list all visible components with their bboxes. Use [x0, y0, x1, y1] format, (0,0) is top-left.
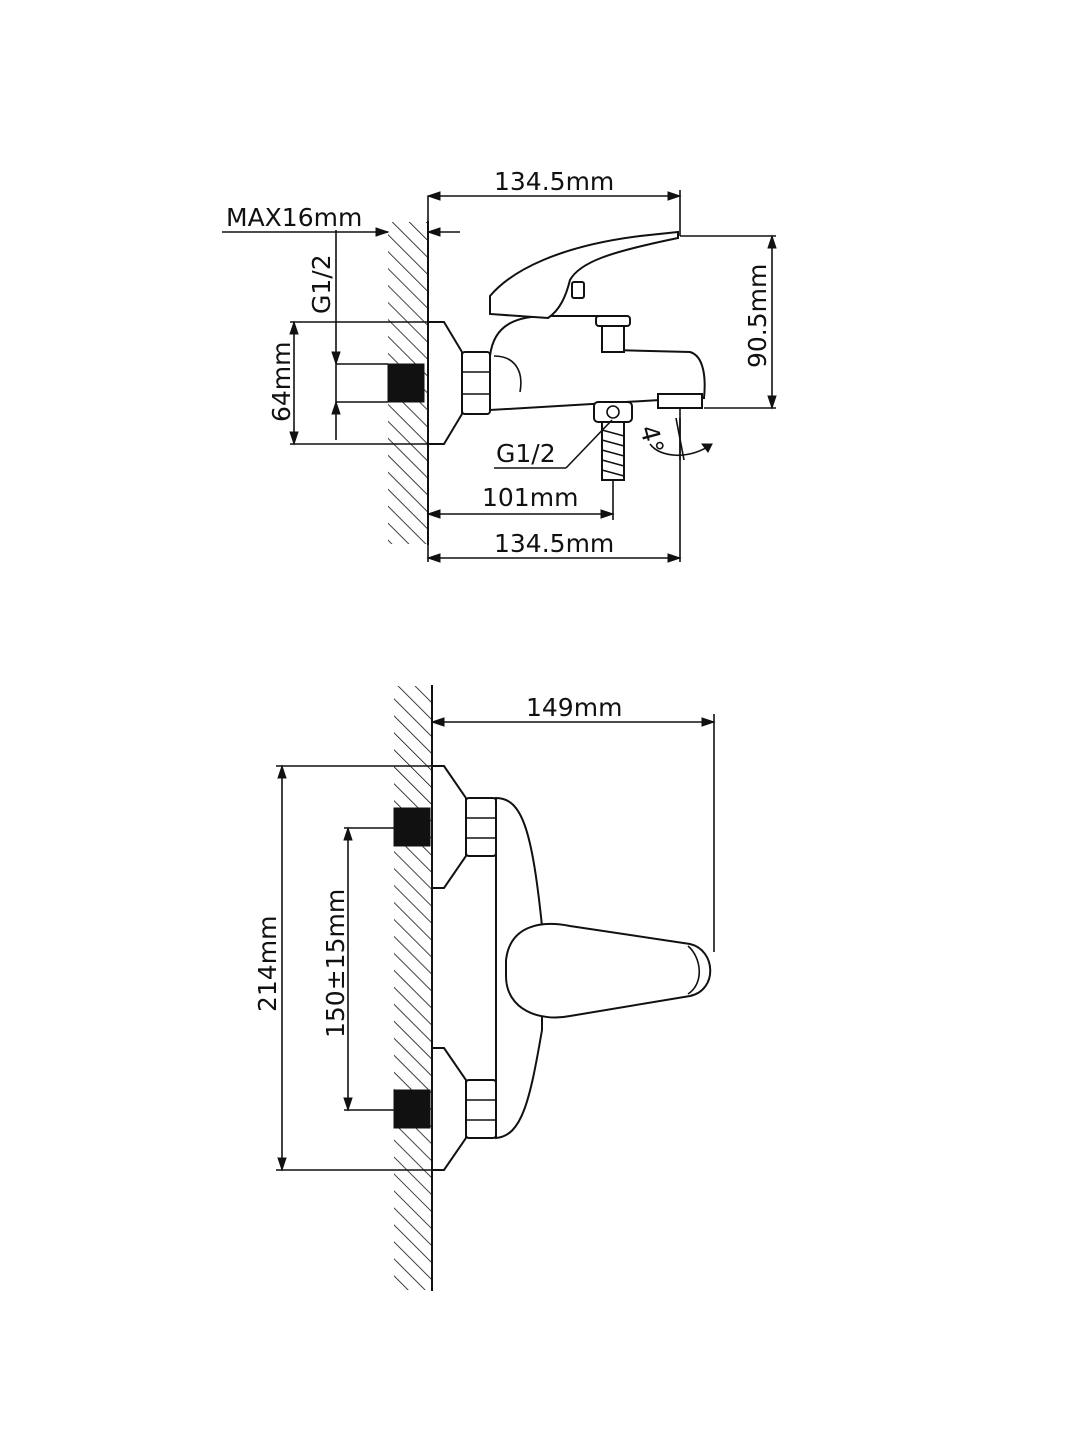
pipe-plug-top — [387, 363, 425, 403]
inlet-thread-label: G1/2 — [307, 254, 336, 314]
overall-height-label: 214mm — [253, 916, 282, 1012]
flange-top — [427, 321, 463, 445]
outlet-offset-label: 101mm — [482, 483, 578, 512]
diverter-knob-top — [595, 315, 631, 327]
flange-height-label: 64mm — [267, 341, 296, 422]
overall-width-label: 134.5mm — [494, 167, 614, 196]
hose-connector-top — [593, 401, 633, 423]
max-wall-label: MAX16mm — [226, 203, 362, 232]
lever-handle-bottom — [505, 922, 712, 1019]
hex-nut-lower — [465, 1079, 497, 1139]
bottom-view: 149mm 214mm 150±15mm — [253, 685, 716, 1291]
flange-upper — [431, 765, 467, 889]
depth-label: 149mm — [526, 693, 622, 722]
wall-hatch-bottom — [394, 686, 432, 1290]
height-label: 90.5mm — [743, 264, 772, 368]
pipe-plug-lower — [393, 1089, 431, 1129]
spout-angle-label: 4° — [634, 422, 669, 457]
flange-lower — [431, 1047, 467, 1171]
outlet-thread-label: G1/2 — [496, 439, 556, 468]
bottom-width-label: 134.5mm — [494, 529, 614, 558]
pipe-plug-upper — [393, 807, 431, 847]
hex-nut-upper — [465, 797, 497, 857]
hex-nut-top — [461, 351, 491, 415]
diverter-stem-top — [601, 325, 625, 353]
lever-handle-top — [489, 230, 679, 320]
top-view: 4° 134.5mm MAX16mm G1/2 64mm 90.5mm — [222, 167, 777, 563]
spout-outlet-top — [657, 393, 703, 409]
center-distance-label: 150±15mm — [321, 889, 350, 1038]
